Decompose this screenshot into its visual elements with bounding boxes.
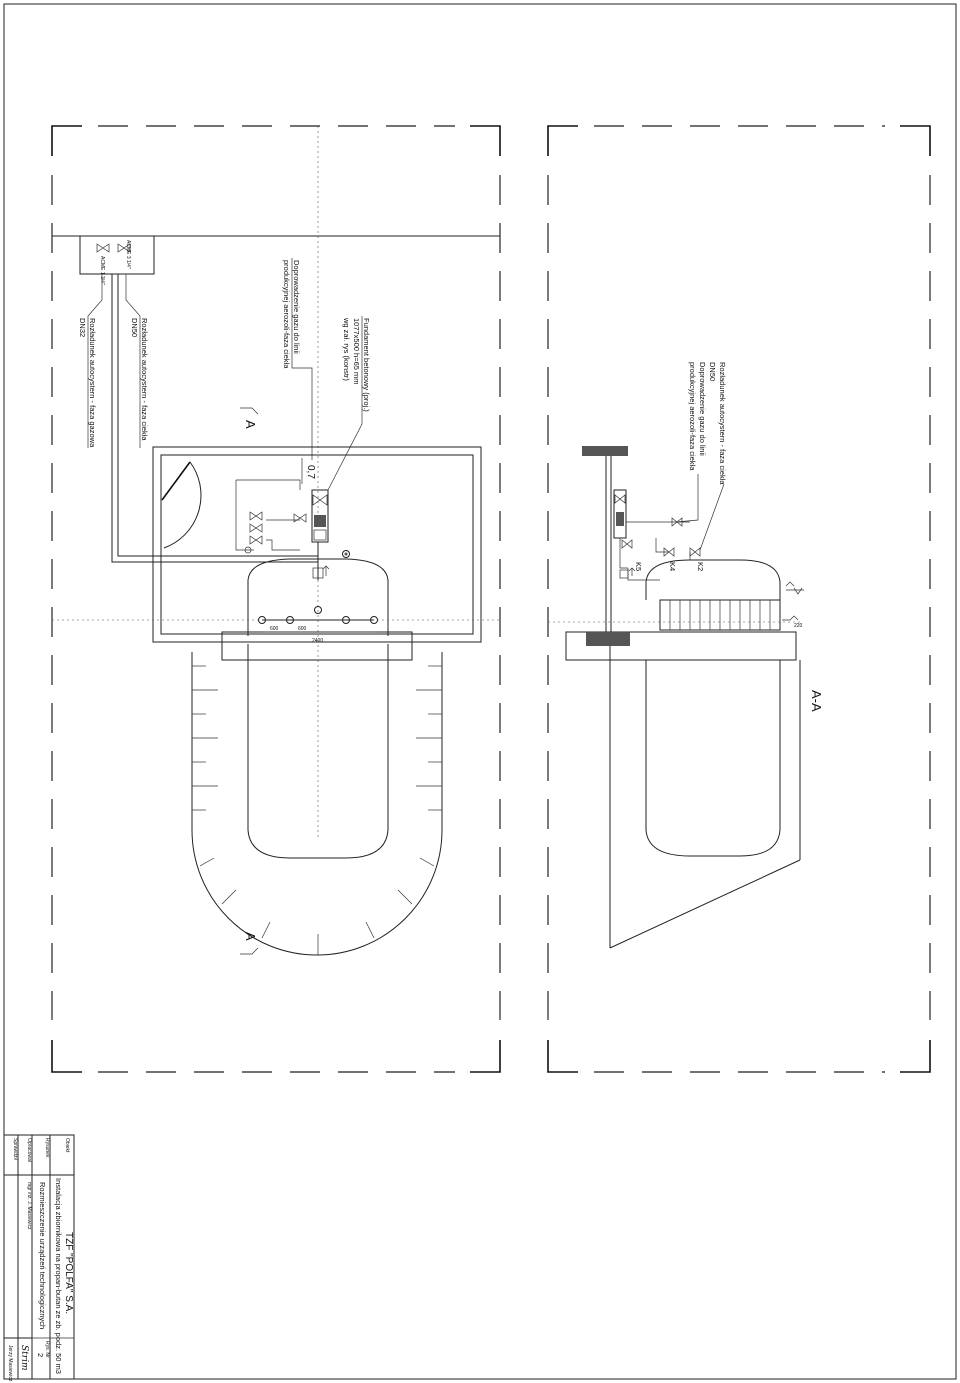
section-gas-label-2: produkcyjnej aerozoli-faza ciekła bbox=[688, 362, 697, 471]
foundation-label-2: 1077x500 h=65 mm bbox=[352, 318, 361, 385]
liquid-phase-label: Rozładunek autocystern - faza ciekła bbox=[140, 318, 149, 441]
sheet-border bbox=[3, 3, 957, 1380]
section-dn-label: DN50 bbox=[708, 362, 717, 381]
level-value: 0,7 bbox=[305, 465, 316, 479]
title-block: Obiekt TZF "POLFA" S.A. Instalacja zbior… bbox=[3, 1134, 75, 1382]
plan-view: ACME 1 3/4" ACME 3 1/4" Rozładunek autoc… bbox=[51, 125, 501, 1073]
k2-label: K2 bbox=[696, 562, 705, 571]
box-valve-icons bbox=[96, 243, 131, 253]
liquid-phase-dn: DN50 bbox=[130, 318, 139, 337]
unloading-box bbox=[79, 235, 155, 275]
foundation-label-1: Fundament betonowy (proj.) bbox=[362, 318, 371, 412]
gas-phase-label: Rozładunek autocystern - faza gazowa bbox=[88, 318, 97, 448]
gas-supply-label-2: produkcyjnej aerozoli-faza ciekła bbox=[282, 260, 291, 369]
designed-label: Opracował bbox=[26, 1138, 32, 1163]
section-liquid-label: Rozładunek autocystern - faza ciekła bbox=[718, 362, 727, 485]
wall-top-hatch bbox=[582, 446, 628, 456]
drawing-no-label: Rys. Nr bbox=[44, 1341, 50, 1358]
section-view: Rozładunek autocystern - faza ciekła DN5… bbox=[547, 125, 931, 1073]
gas-supply-label-1: Doprowadzenie gazu do linii bbox=[292, 260, 301, 354]
drawing-value: Rozmieszczenie urządzeń technologicznych bbox=[38, 1182, 47, 1329]
valve-label-acme2: ACME 1 3/4" bbox=[99, 256, 105, 285]
foundation-label-3: wg zał. rys (konstr) bbox=[342, 317, 351, 381]
section-mark-top: A bbox=[243, 420, 258, 429]
drawing-label: Rysunek bbox=[44, 1138, 50, 1158]
valve-label-acme1: ACME 3 1/4" bbox=[125, 240, 131, 269]
company-name: TZF "POLFA" S.A. bbox=[63, 1232, 74, 1314]
k5-label: K5 bbox=[634, 562, 643, 571]
section-gas-label-1: Doprowadzenie gazu do linii bbox=[698, 362, 707, 456]
designer-name: mgr inż. J. Masiewicz bbox=[26, 1182, 32, 1230]
tank-plan bbox=[221, 558, 413, 859]
dim-600-b: 600 bbox=[298, 626, 307, 632]
section-mark-bottom: A bbox=[243, 932, 258, 941]
dim-220: 220 bbox=[794, 623, 803, 629]
firm-logo: Strim bbox=[19, 1345, 29, 1371]
object-value: Instalacja zbiornikowa na propan-butan z… bbox=[54, 1178, 63, 1374]
drawing-no: 2 bbox=[36, 1353, 45, 1357]
gas-phase-dn: DN32 bbox=[78, 318, 87, 337]
k4-label: K4 bbox=[668, 562, 677, 571]
object-label: Obiekt bbox=[64, 1138, 70, 1153]
section-title: A-A bbox=[809, 690, 824, 712]
firm-name: Jerzy Masiewicz bbox=[7, 1345, 13, 1382]
dim-600-a: 600 bbox=[270, 626, 279, 632]
checked-label: Sprawdził bbox=[12, 1138, 18, 1161]
valve-group-plan bbox=[244, 489, 350, 580]
dim-2400: 2400 bbox=[312, 638, 323, 644]
